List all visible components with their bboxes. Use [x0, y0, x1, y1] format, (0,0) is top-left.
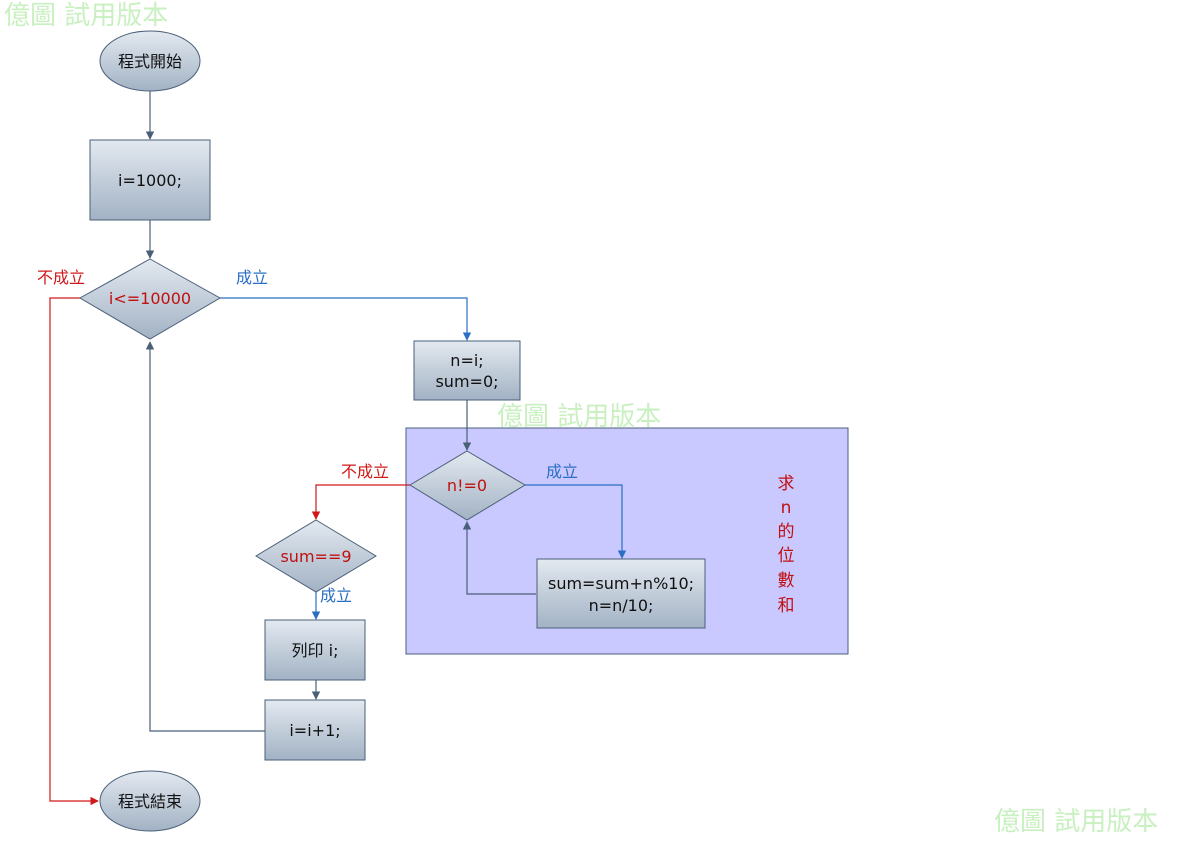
outer-condition: i<=10000 — [78, 258, 222, 340]
region-label: 求 n 的 位 數 和 — [778, 474, 795, 616]
start-node: 程式開始 — [99, 30, 201, 92]
increment-node-label: i=i+1; — [289, 721, 340, 740]
watermark-bottom-right: 億圖 試用版本 — [994, 807, 1158, 837]
region-label-char: 求 — [778, 474, 795, 494]
inner-condition: n!=0 — [409, 450, 526, 521]
body-line: sum=sum+n%10; — [548, 574, 694, 593]
watermark-top-left: 億圖 試用版本 — [4, 1, 168, 31]
end-node: 程式結束 — [99, 770, 201, 832]
region-label-char: 位 — [778, 546, 795, 566]
edge-body-loop — [462, 521, 536, 595]
body-line: n=n/10; — [589, 596, 654, 615]
region-label-char: n — [781, 498, 792, 518]
outer-condition-label: i<=10000 — [109, 289, 191, 308]
edge-inner-no — [311, 484, 410, 520]
sum-condition: sum==9 — [255, 519, 377, 593]
inner-condition-label: n!=0 — [447, 476, 487, 495]
region-label-char: 數 — [778, 571, 795, 591]
assign-node: n=i; sum=0; — [413, 340, 521, 401]
end-node-label: 程式結束 — [118, 792, 182, 811]
edge-outer-yes — [220, 297, 472, 341]
print-node-label: 列印 i; — [292, 641, 339, 660]
watermark-middle: 億圖 試用版本 — [497, 402, 661, 432]
sum-yes-label: 成立 — [320, 586, 352, 605]
digit-body-node: sum=sum+n%10; n=n/10; — [536, 558, 706, 629]
print-node: 列印 i; — [264, 619, 366, 681]
outer-no-label: 不成立 — [37, 268, 85, 287]
init-node: i=1000; — [89, 139, 211, 221]
sum-condition-label: sum==9 — [280, 547, 351, 566]
assign-line: n=i; — [450, 351, 483, 370]
edge-incr-loop — [145, 341, 265, 732]
init-node-label: i=1000; — [118, 171, 182, 190]
region-label-char: 的 — [778, 522, 795, 542]
outer-yes-label: 成立 — [236, 268, 268, 287]
edge-inner-yes — [525, 484, 627, 559]
increment-node: i=i+1; — [264, 699, 366, 761]
region-label-char: 和 — [778, 596, 795, 616]
edge-outer-no — [49, 297, 99, 806]
inner-no-label: 不成立 — [341, 462, 389, 481]
assign-line: sum=0; — [435, 372, 498, 391]
start-node-label: 程式開始 — [118, 52, 182, 71]
inner-yes-label: 成立 — [546, 462, 578, 481]
